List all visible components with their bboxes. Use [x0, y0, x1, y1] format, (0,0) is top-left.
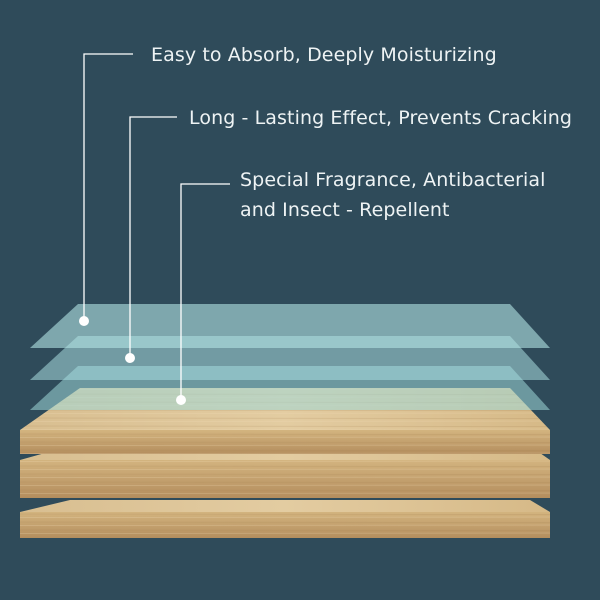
- callout-label-fragrance: Special Fragrance, Antibacterial and Ins…: [240, 165, 546, 225]
- wood-board-3: [20, 500, 550, 538]
- callout-label-absorb: Easy to Absorb, Deeply Moisturizing: [151, 40, 497, 70]
- callout-label-lasting: Long - Lasting Effect, Prevents Cracking: [189, 103, 572, 133]
- wood-board-2: [20, 446, 550, 498]
- leader-line-2: [129, 116, 177, 358]
- callout-label-line: and Insect - Repellent: [240, 199, 450, 221]
- callout-dot-1: [79, 316, 89, 326]
- callout-label-line: Easy to Absorb, Deeply Moisturizing: [151, 44, 497, 66]
- callout-dot-2: [125, 353, 135, 363]
- callout-label-line: Long - Lasting Effect, Prevents Cracking: [189, 107, 573, 129]
- leader-line-1: [83, 53, 133, 321]
- film-layer-1: [30, 304, 550, 348]
- callout-label-line: Special Fragrance, Antibacterial: [240, 169, 546, 191]
- callout-dot-3: [176, 395, 186, 405]
- leader-line-3: [180, 183, 230, 400]
